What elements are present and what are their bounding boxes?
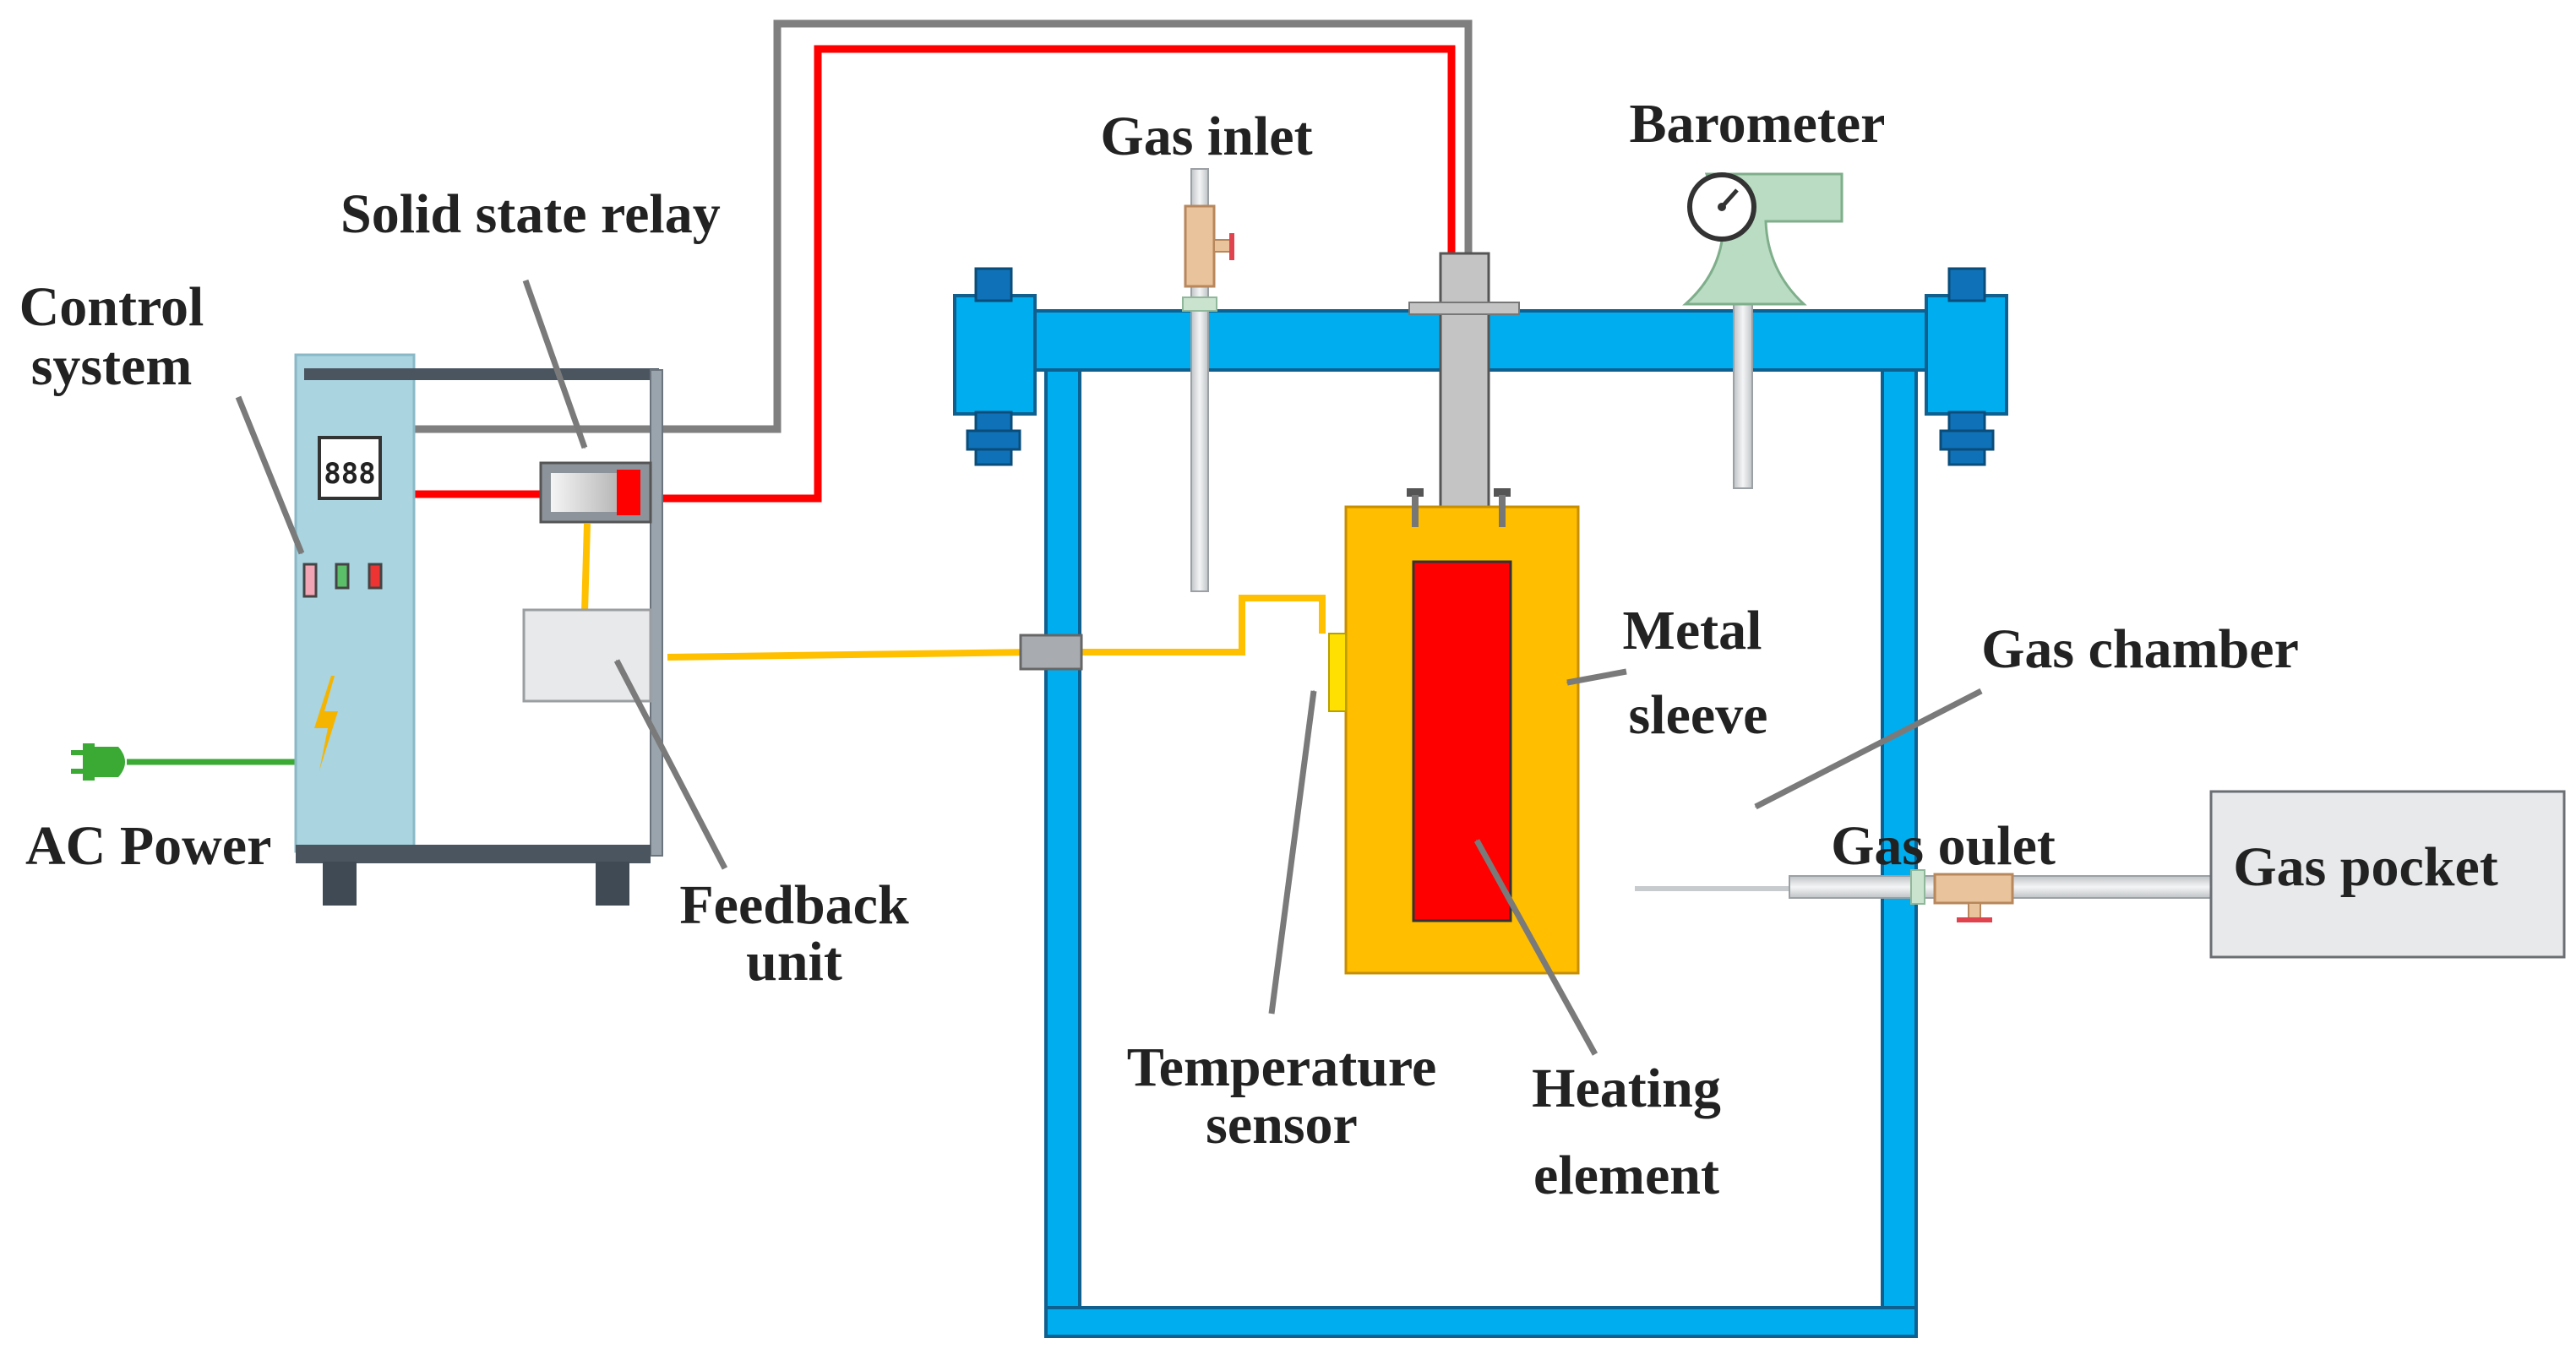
label-feedback-unit-line2: unit — [746, 931, 842, 993]
indicator-light-pink — [302, 563, 318, 598]
label-metal-sleeve-line1: Metal — [1623, 600, 1762, 661]
heater-holder-flange — [1408, 302, 1520, 315]
label-feedback-unit-line1: Feedback — [679, 874, 909, 936]
label-gas-outlet: Gas oulet — [1831, 815, 2056, 877]
heating-element — [1412, 560, 1512, 922]
barometer-pipe — [1733, 303, 1753, 489]
temperature-sensor — [1328, 633, 1347, 712]
arrow-solid-state-relay — [522, 279, 588, 449]
chamber-right-wall — [1881, 368, 1918, 1335]
label-gas-chamber: Gas chamber — [1981, 618, 2299, 680]
arrow-heating-element — [1473, 839, 1598, 1056]
valve-icon — [1184, 204, 1234, 288]
heater-holder-rod — [1439, 252, 1490, 509]
left-bolt-top — [974, 267, 1013, 302]
gas-chamber — [953, 267, 2008, 1338]
red-power-wire — [659, 45, 1456, 503]
control-cabinet: 888 — [71, 353, 663, 906]
arrow-feedback-unit — [613, 659, 728, 870]
left-flange — [953, 294, 1037, 416]
heater-assembly — [1328, 252, 1580, 975]
outlet-valve-icon — [1933, 873, 2014, 922]
chamber-bottom-wall — [1044, 1306, 1918, 1338]
cabinet-front-panel — [294, 353, 416, 853]
cabinet-foot-left — [323, 862, 357, 906]
label-heating-element-line2: element — [1533, 1145, 1719, 1206]
label-temperature-sensor-line2: sensor — [1206, 1094, 1358, 1156]
wall-feedthrough — [1019, 634, 1083, 671]
label-temperature-sensor-line1: Temperature — [1127, 1036, 1437, 1098]
yellow-sensor-wire — [667, 595, 1326, 661]
left-bolt-nut — [966, 429, 1021, 451]
right-flange — [1925, 294, 2008, 416]
gas-outlet-assembly — [1635, 790, 2566, 959]
yellow-relay-feedback-wire — [581, 523, 591, 613]
cabinet-foot-right — [596, 862, 629, 906]
solid-state-relay — [539, 461, 652, 524]
gas-pocket-box — [2209, 790, 2566, 959]
labels: Control system Solid state relay AC Powe… — [19, 93, 2498, 1206]
label-control-system-line1: Control — [19, 276, 204, 338]
label-control-system-line2: system — [31, 335, 193, 397]
label-heating-element-line1: Heating — [1532, 1058, 1721, 1119]
gas-inlet-assembly — [1182, 168, 1234, 592]
lightning-icon — [314, 676, 338, 770]
gas-inlet-collar — [1182, 296, 1217, 312]
chamber-left-wall — [1044, 368, 1081, 1335]
label-solid-state-relay: Solid state relay — [340, 183, 721, 245]
arrow-gas-chamber — [1754, 688, 1983, 810]
label-ac-power: AC Power — [25, 815, 271, 877]
arrow-metal-sleeve — [1566, 668, 1627, 686]
arrow-control-system — [235, 395, 305, 555]
cabinet-right-post — [650, 369, 663, 857]
power-plug-icon — [71, 743, 125, 781]
pressure-gauge-icon — [1687, 172, 1756, 242]
label-metal-sleeve-line2: sleeve — [1629, 684, 1768, 746]
right-bolt-top — [1947, 267, 1986, 302]
label-gas-inlet: Gas inlet — [1100, 106, 1312, 167]
label-gas-pocket: Gas pocket — [2233, 836, 2498, 898]
cabinet-base — [296, 845, 651, 863]
chamber-lid — [983, 309, 2008, 372]
sleeve-screw-right — [1494, 488, 1511, 527]
display-digits-icon: 888 — [324, 457, 375, 491]
digital-display — [318, 436, 382, 500]
arrow-temperature-sensor — [1268, 689, 1317, 1015]
gas-outlet-collar — [1910, 869, 1925, 905]
indicator-light-red — [368, 563, 383, 590]
sleeve-screw-left — [1407, 488, 1424, 527]
indicator-light-green — [335, 563, 350, 590]
barometer-assembly — [1682, 172, 1844, 489]
label-barometer: Barometer — [1630, 93, 1886, 155]
cabinet-top-bar — [304, 368, 659, 380]
callout-arrows — [235, 279, 1983, 1056]
right-bolt-nut — [1939, 429, 1995, 451]
